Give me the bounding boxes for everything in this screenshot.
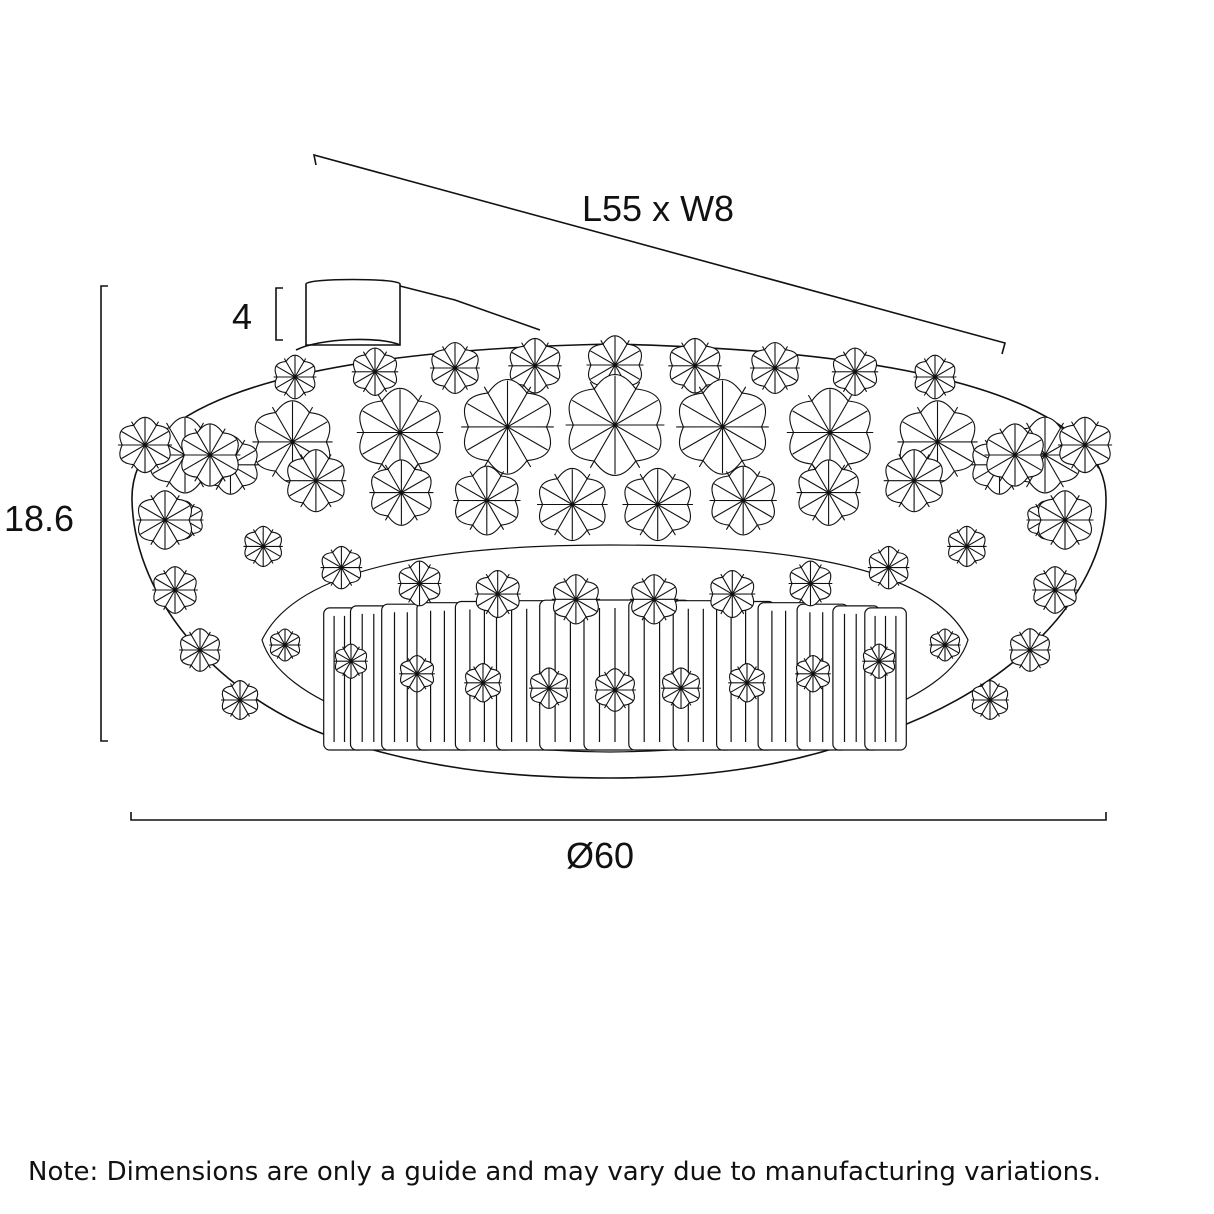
crystal-rosette xyxy=(1036,490,1094,550)
crystal-rosette xyxy=(668,337,722,394)
canopy-height-dimension-line xyxy=(275,287,283,341)
crystal-rosette xyxy=(351,347,399,396)
crystal-rosette xyxy=(1032,566,1078,614)
crystal-rosette xyxy=(883,449,945,513)
crystal-rosette xyxy=(795,655,831,693)
crystal-rosette xyxy=(474,570,521,619)
crystal-rosette xyxy=(831,347,879,396)
crystal-rosette xyxy=(179,423,241,487)
height-label: 18.6 xyxy=(4,498,75,539)
crystal-rosette xyxy=(356,387,444,478)
crystal-rosette xyxy=(285,449,347,513)
diameter-label: Ø60 xyxy=(566,835,635,876)
crystal-rosette xyxy=(867,545,910,590)
crystal-rosette xyxy=(369,459,434,526)
crystal-rosette xyxy=(551,574,601,625)
crystal-rosette xyxy=(971,680,1009,720)
crystal-rosette xyxy=(399,655,435,693)
crystal-rosette xyxy=(269,628,301,662)
crystal-rosette xyxy=(136,490,194,550)
crystal-rosette xyxy=(913,354,957,400)
crystal-rosette xyxy=(243,525,283,568)
crystal-prism-band xyxy=(261,544,969,753)
crystal-rosette xyxy=(508,337,562,394)
flower-crystal-rosettes xyxy=(117,335,1113,720)
diameter-dimension-line xyxy=(130,812,1107,821)
crystal-rosette xyxy=(862,643,896,679)
crystal-rosette xyxy=(728,663,766,703)
diagonal-dimension-line xyxy=(312,153,1006,355)
crystal-rosette xyxy=(750,341,800,395)
crystal-rosette xyxy=(629,574,679,625)
crystal-rosette xyxy=(221,680,259,720)
diagonal-dimension-label: L55 x W8 xyxy=(582,188,735,229)
crystal-rosette xyxy=(179,628,221,672)
crystal-rosette xyxy=(565,373,665,477)
crystal-rosette xyxy=(320,545,363,590)
crystal-rosette xyxy=(984,423,1046,487)
crystal-rosette xyxy=(397,560,442,607)
crystal-rosette xyxy=(461,378,554,475)
crystal-rosette xyxy=(709,570,756,619)
crystal-rosette xyxy=(117,416,173,474)
crystal-rosette xyxy=(622,467,694,542)
crystal-rosette xyxy=(676,378,769,475)
crystal-rosette xyxy=(1009,628,1051,672)
crystal-rosette xyxy=(661,667,701,710)
crystal-rosette xyxy=(1057,416,1113,474)
crystal-rosette xyxy=(430,341,480,395)
crystal-rosette xyxy=(786,387,874,478)
crystal-rosette xyxy=(594,668,636,712)
crystal-rosette xyxy=(709,465,777,536)
crystal-rosette xyxy=(796,459,861,526)
crystal-rosette xyxy=(536,467,608,542)
crystal-rosette xyxy=(334,643,368,679)
crystal-rosette xyxy=(947,525,987,568)
height-dimension-line xyxy=(100,285,108,742)
dimension-lines xyxy=(100,153,1107,821)
crystal-rosette xyxy=(929,628,961,662)
crystal-rosette xyxy=(788,560,833,607)
crystal-rosette xyxy=(453,465,521,536)
canopy-height-label: 4 xyxy=(232,296,253,337)
crystal-rosette xyxy=(464,663,502,703)
ceiling-canopy xyxy=(295,278,541,351)
crystal-rosette xyxy=(529,667,569,710)
crystal-rosette xyxy=(273,354,317,400)
crystal-rosette xyxy=(152,566,198,614)
disclaimer-note: Note: Dimensions are only a guide and ma… xyxy=(28,1157,1101,1187)
